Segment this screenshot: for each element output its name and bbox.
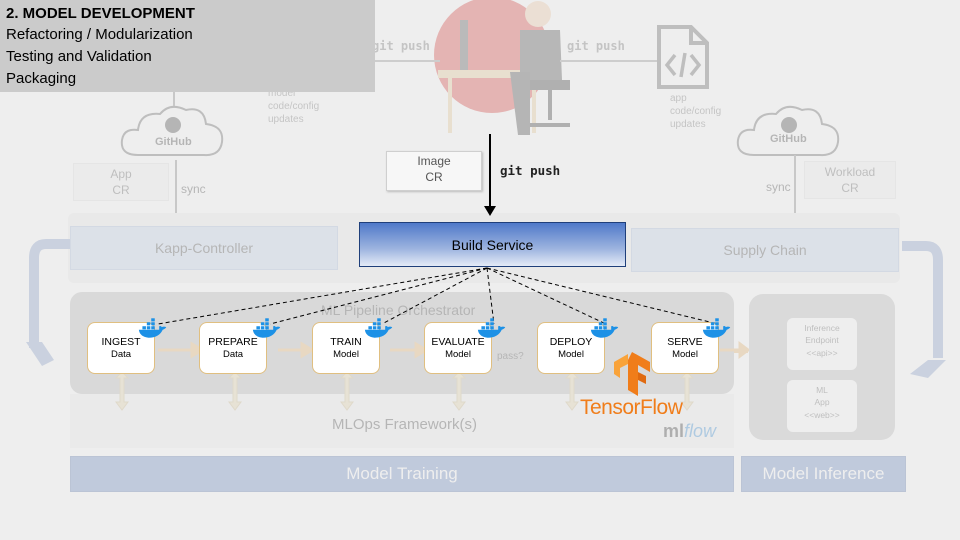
tensorflow-label: TensorFlow bbox=[580, 396, 683, 419]
stage-evaluate-title: EVALUATE bbox=[431, 335, 485, 348]
image-cr-box: Image CR bbox=[386, 151, 482, 191]
build-service-box: Build Service bbox=[359, 222, 626, 267]
docker-icon-train bbox=[364, 318, 393, 338]
stage-serve-sub: Model bbox=[672, 348, 698, 360]
title-box: 2. MODEL DEVELOPMENT Refactoring / Modul… bbox=[0, 0, 375, 92]
tensorflow-icon bbox=[614, 352, 650, 396]
stage-evaluate-sub: Model bbox=[445, 348, 471, 360]
stage-ingest-title: INGEST bbox=[101, 335, 141, 348]
docker-icon-prepare bbox=[252, 318, 281, 338]
stage-train-title: TRAIN bbox=[330, 335, 362, 348]
image-cr-line-1: Image bbox=[417, 154, 451, 168]
stage-ingest-sub: Data bbox=[110, 348, 132, 360]
docker-icon-ingest bbox=[138, 318, 167, 338]
stage-deploy-title: DEPLOY bbox=[549, 335, 593, 348]
git-push-center-label: git push bbox=[500, 163, 561, 178]
image-cr-line-2: CR bbox=[425, 169, 443, 184]
stage-ingest: INGEST Data bbox=[87, 322, 155, 374]
stage-prepare-title: PREPARE bbox=[208, 335, 258, 348]
title-line-3: Packaging bbox=[6, 70, 77, 87]
stage-train-sub: Model bbox=[333, 348, 359, 360]
stage-prepare-sub: Data bbox=[222, 348, 244, 360]
title-line-1: Refactoring / Modularization bbox=[6, 26, 193, 43]
stage-serve-title: SERVE bbox=[667, 335, 703, 348]
title-line-2: Testing and Validation bbox=[6, 48, 152, 65]
stage-prepare: PREPARE Data bbox=[199, 322, 267, 374]
center-push-arrowhead bbox=[484, 206, 496, 216]
stage-deploy-sub: Model bbox=[558, 348, 584, 360]
docker-icon-deploy bbox=[590, 318, 619, 338]
build-service-label: Build Service bbox=[451, 236, 534, 253]
docker-icon-serve bbox=[702, 318, 731, 338]
title-heading: 2. MODEL DEVELOPMENT bbox=[6, 5, 195, 22]
center-push-arrow-line bbox=[489, 134, 491, 208]
stage-serve: SERVE Model bbox=[651, 322, 719, 374]
docker-icon-evaluate bbox=[477, 318, 506, 338]
